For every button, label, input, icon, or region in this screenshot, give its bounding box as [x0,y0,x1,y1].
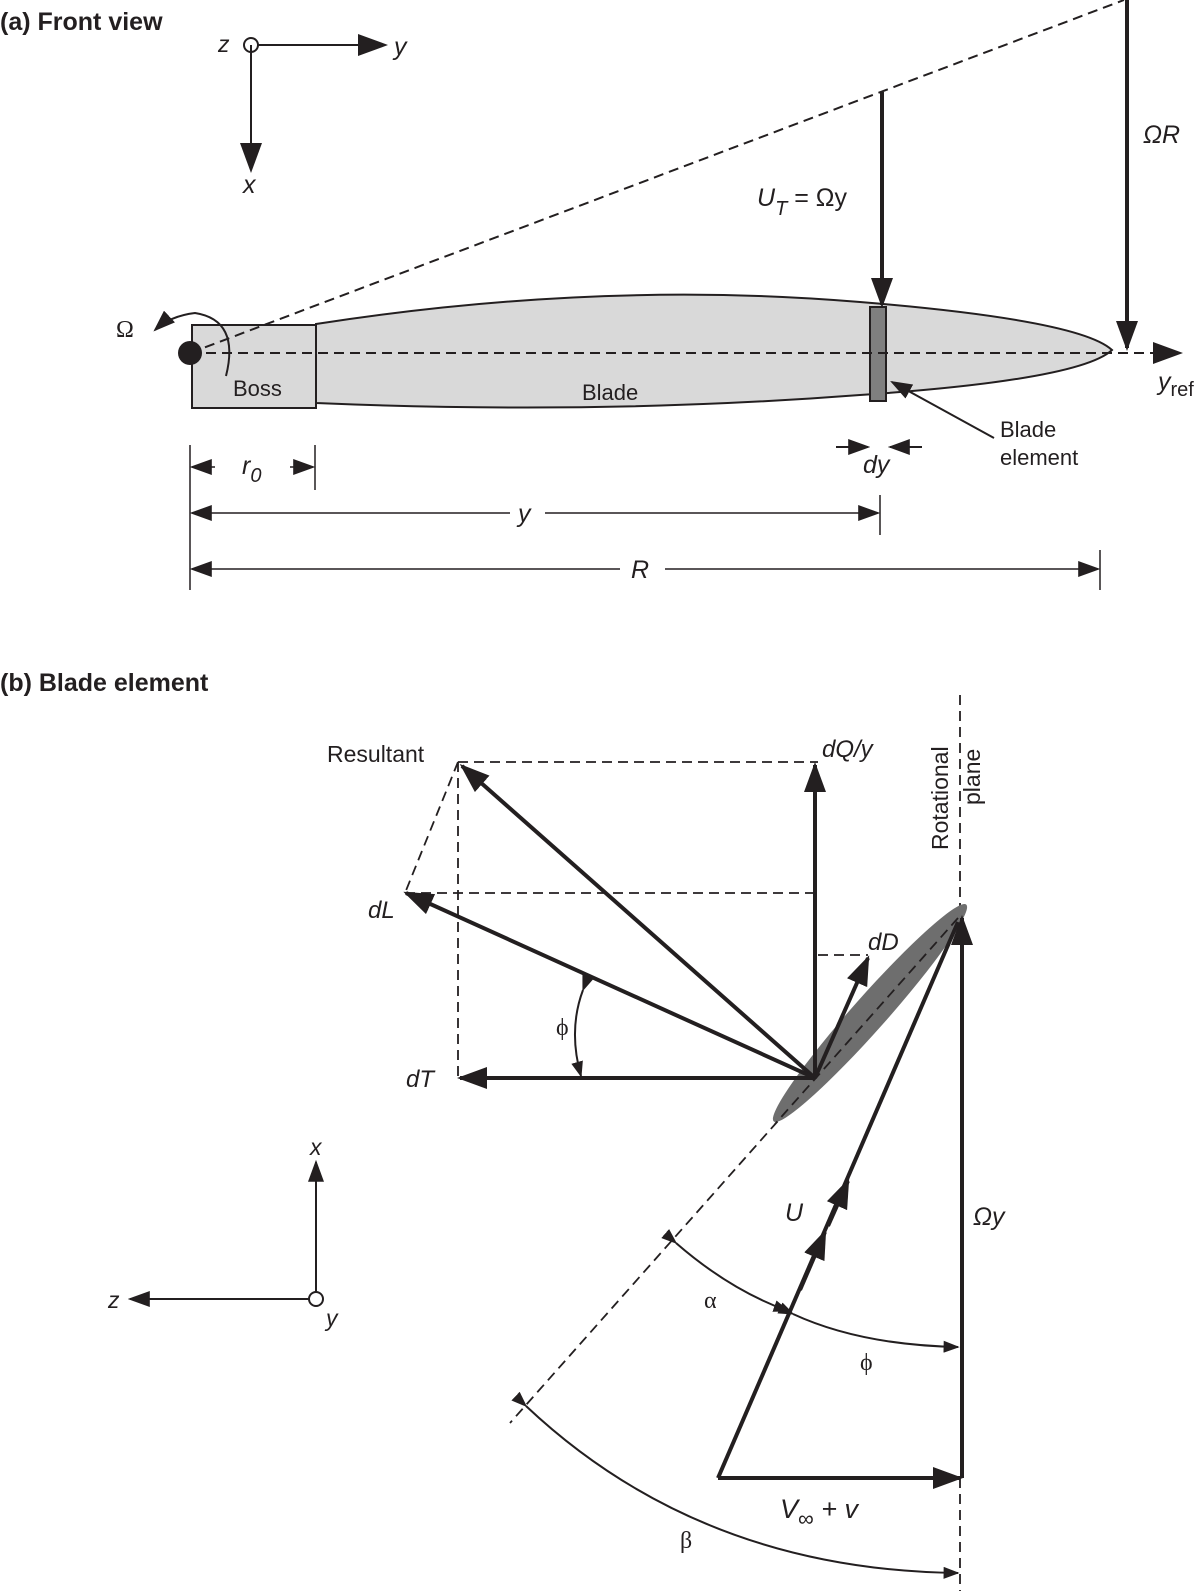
y-dim-label: y [516,500,532,528]
v-plus: + v [814,1494,860,1524]
v-inf-sub: ∞ [798,1506,814,1531]
dl-vector [403,891,816,1080]
ut-sub: T [775,198,789,220]
phi-label-lower: ϕ [860,1350,873,1376]
dt-label: dT [406,1066,436,1093]
dimension-lines: r0 y R [189,445,1101,590]
x-axis-label: x [242,171,257,199]
r0-label: r0 [242,452,261,487]
blade-shape [315,293,1114,409]
omega-r-label: ΩR [1143,121,1180,149]
rotational-plane-label-2: plane [959,749,985,805]
omega-y-label: Ωy [973,1203,1006,1231]
axes-blade-element: x z y [107,1134,339,1331]
v-inf-main: V [780,1494,801,1524]
dy-label: dy [863,451,891,479]
resultant-to-dl-line [404,761,459,894]
panel-a-title: (a) Front view [0,8,163,36]
ut-main: U [757,184,776,212]
r0-main: r [242,452,252,480]
y-ref-label: yref [1156,368,1194,401]
alpha-angle-arc [661,1229,790,1312]
rotational-plane-label-1: Rotational [927,746,953,850]
ut-eq: = Ωy [787,184,847,212]
omega-label: Ω [116,317,134,343]
u-arrow-head-1 [798,1229,827,1291]
u-arrow-head-2 [826,1178,850,1227]
resultant-vector [459,764,817,1080]
y-axis-into-plane-icon [308,1291,324,1307]
u-label: U [785,1199,804,1227]
phi-angle-arc-upper [571,974,594,1078]
r0-sub: 0 [250,465,261,487]
alpha-label: α [704,1288,717,1314]
ut-label: UT = Ωy [757,184,847,220]
z-axis-label: z [217,31,230,57]
velocity-triangle [716,915,973,1489]
boss-label: Boss [233,376,282,401]
blade-element-pointer [890,380,995,439]
axes-front-view: z y x [217,31,408,199]
construction-lines [404,695,961,1591]
dd-vector [813,955,870,1079]
boss-shape [191,324,317,409]
beta-label: β [680,1528,692,1554]
airfoil-chord-dashed [774,917,959,1125]
v-inf-label: V∞ + v [780,1494,859,1531]
x-axis-label-b: x [309,1134,323,1160]
dq-label: dQ/y [822,736,875,763]
rotation-arrow [153,310,231,377]
blade-element-label-1: Blade [1000,417,1056,442]
yref-main: y [1156,368,1172,396]
R-dim-label: R [631,556,649,584]
blade-label: Blade [582,380,638,405]
dd-label: dD [868,929,899,956]
phi-angle-arc-lower [777,1302,960,1353]
panel-b-title: (b) Blade element [0,669,209,697]
y-axis-label-b: y [324,1305,339,1331]
yref-sub: ref [1171,379,1195,401]
phi-label-upper: ϕ [556,1015,569,1041]
dl-label: dL [368,897,395,924]
resultant-label: Resultant [327,741,425,767]
y-axis-label: y [392,33,408,61]
hub-dot [178,341,202,365]
blade-element-label-2: element [1000,445,1078,470]
beta-angle-arc [511,1391,960,1579]
force-vectors [403,762,870,1089]
z-axis-label-b: z [107,1287,120,1313]
velocity-envelope-line [189,0,1125,354]
